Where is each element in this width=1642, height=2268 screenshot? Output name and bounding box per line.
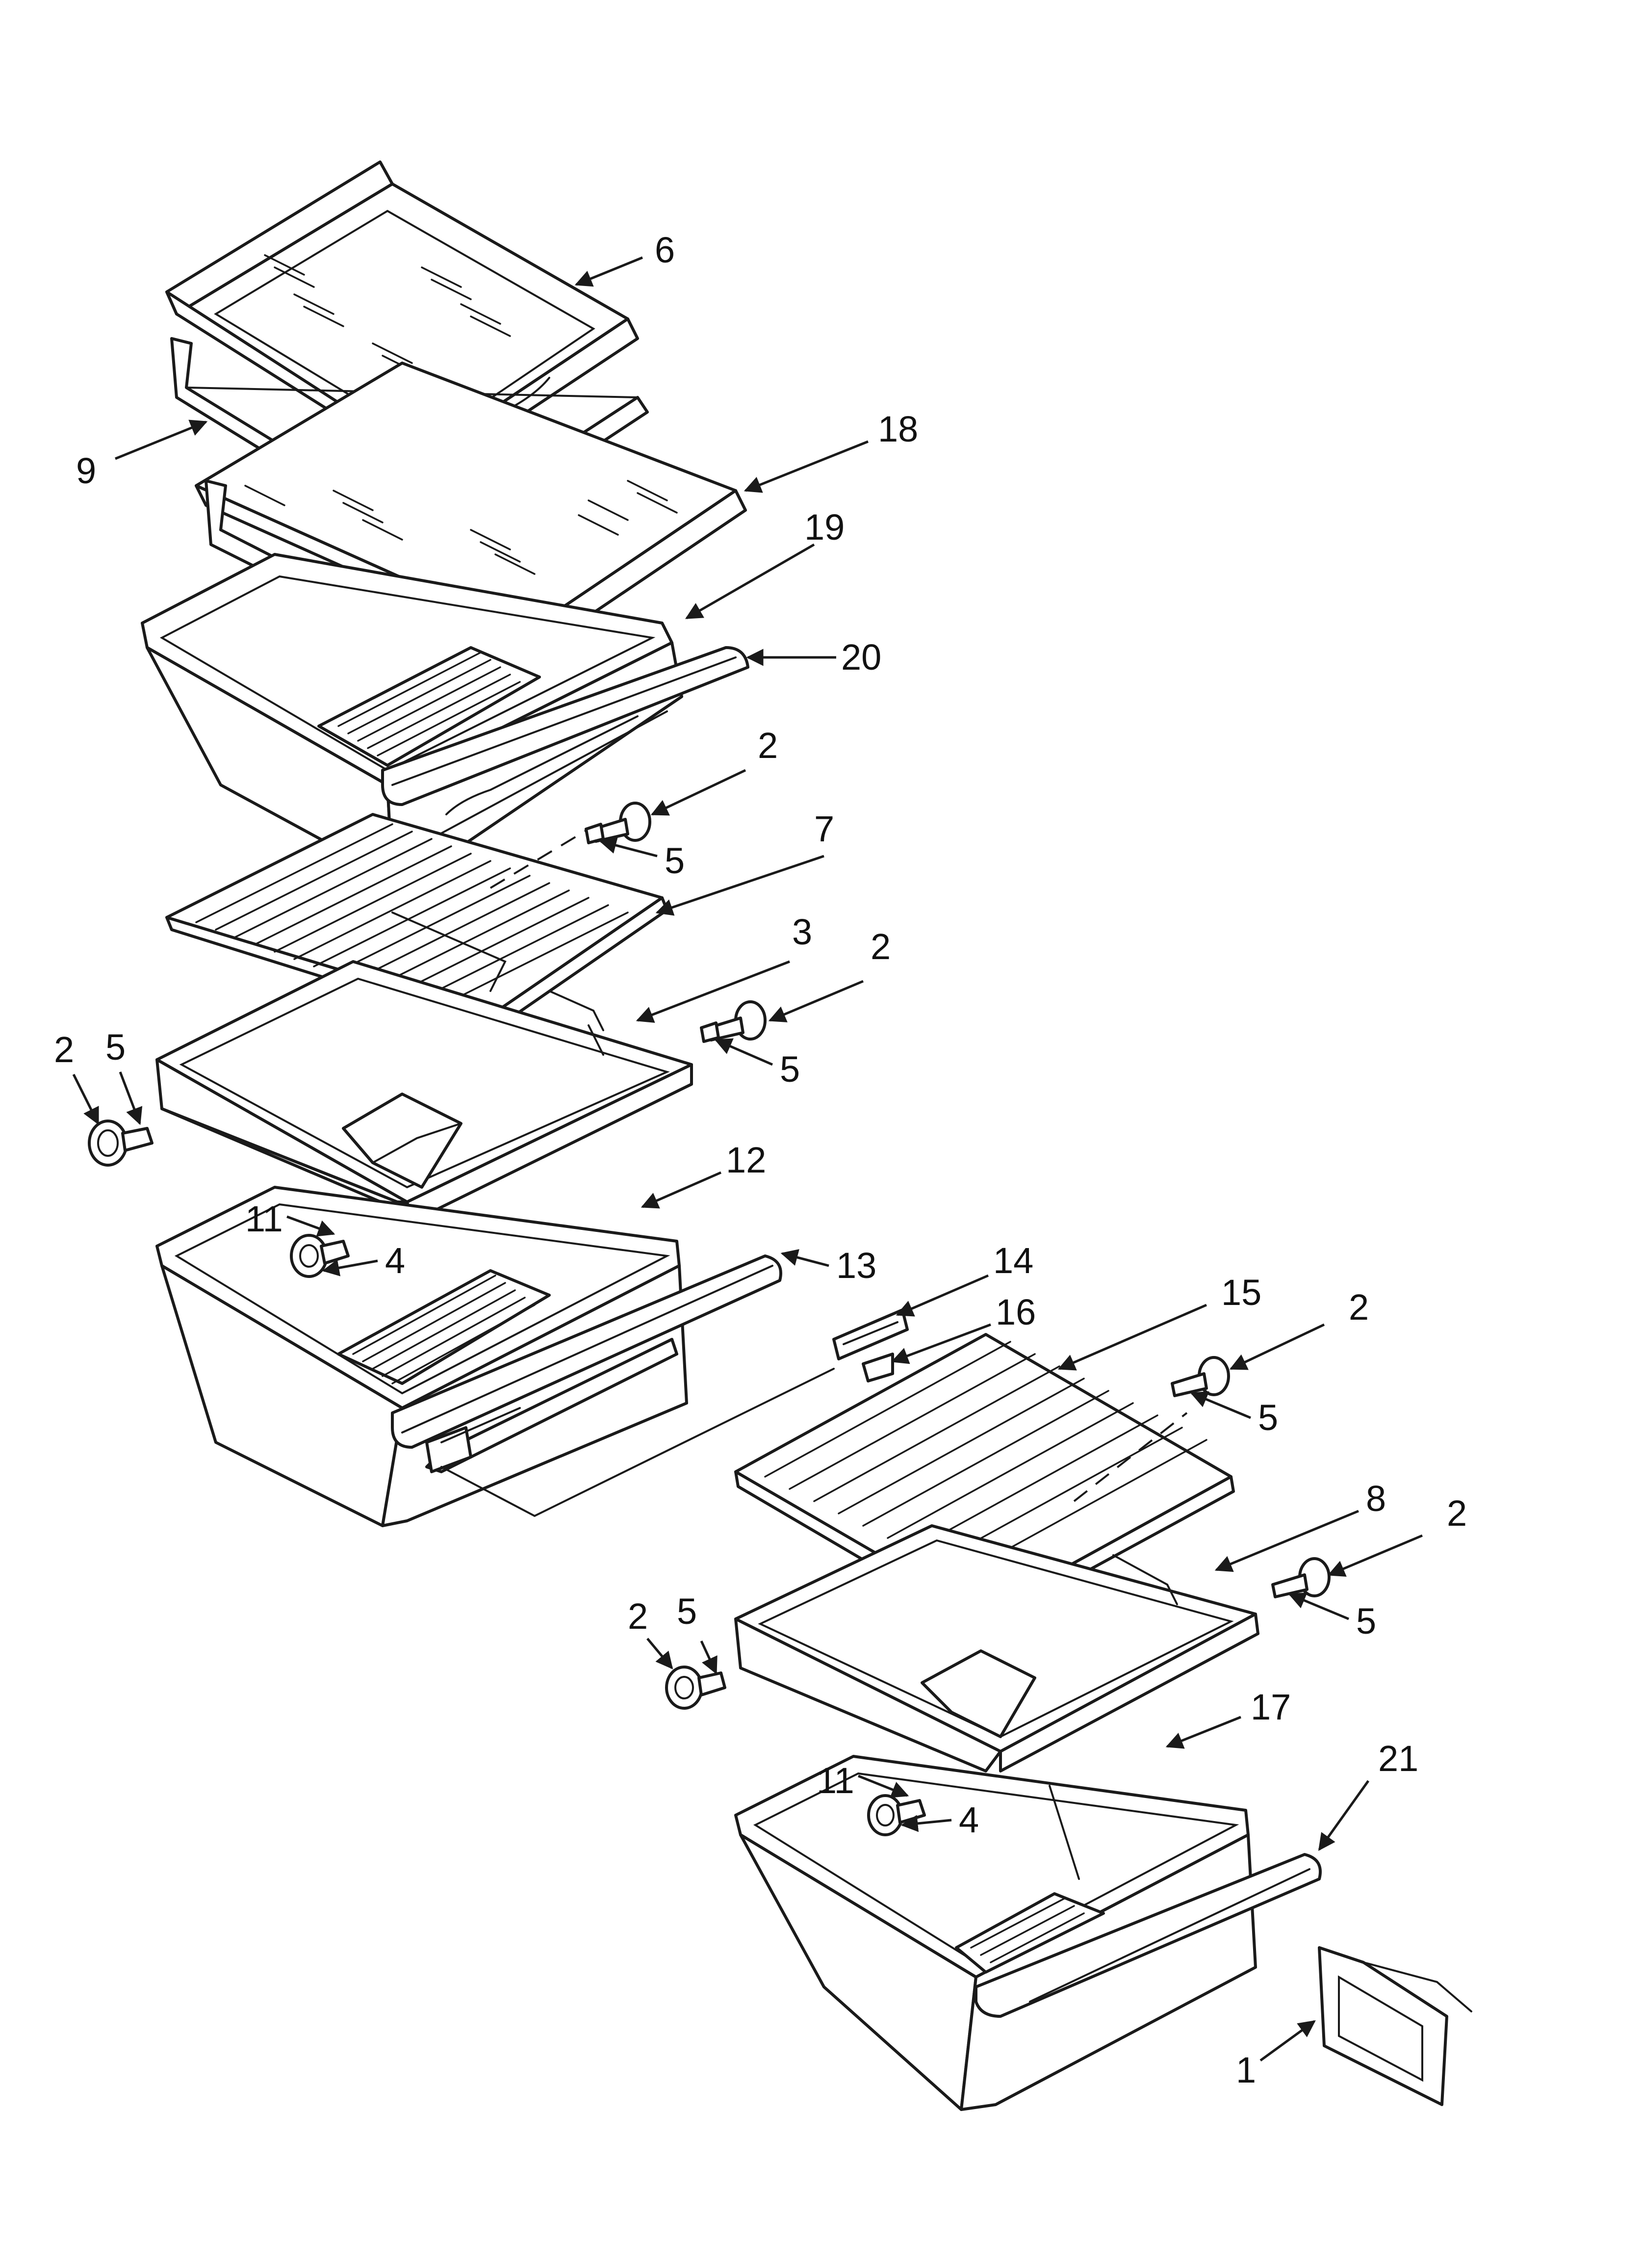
callout-4-a: 4 (385, 1240, 405, 1281)
callout-4-b: 4 (959, 1799, 979, 1840)
part-16-clip (862, 1353, 894, 1382)
callout-9: 9 (76, 450, 96, 491)
callout-3: 3 (792, 912, 812, 952)
callout-11-b: 11 (817, 1760, 854, 1801)
callout-5-e: 5 (1356, 1601, 1376, 1642)
part-6-glass-shelf (165, 160, 639, 476)
part-1-label (1318, 1946, 1472, 2106)
callout-12: 12 (726, 1140, 766, 1180)
callout-16: 16 (996, 1292, 1036, 1332)
part-14-clip (832, 1308, 909, 1360)
part-2-roller-upper (585, 802, 651, 844)
callout-5-d: 5 (1258, 1397, 1278, 1438)
part-2-roller-right-lower (1271, 1557, 1331, 1598)
part-21-drawer-handle (975, 1853, 1322, 2018)
callout-5-f: 5 (677, 1591, 697, 1632)
callout-5-c: 5 (105, 1027, 126, 1068)
callout-19: 19 (804, 507, 845, 547)
part-2-roller-right-upper (1171, 1356, 1230, 1397)
part-2-roller-left-lower (665, 1666, 726, 1710)
callout-8: 8 (1366, 1478, 1386, 1519)
part-11-screw-left (290, 1234, 350, 1278)
part-17-crisper-drawer (734, 1755, 1257, 2111)
callout-2-c: 2 (54, 1029, 74, 1070)
callout-21: 21 (1378, 1738, 1418, 1779)
callout-17: 17 (1251, 1687, 1291, 1727)
callout-2-a: 2 (758, 725, 778, 766)
callout-13: 13 (836, 1245, 876, 1286)
part-20-drawer-handle (381, 646, 749, 806)
callout-20: 20 (841, 637, 881, 678)
part-3-cover-frame (155, 960, 693, 1223)
callout-labels: 6 9 18 19 20 2 5 7 3 2 5 2 5 12 11 4 13 … (54, 230, 1467, 2090)
part-12-crisper-drawer (155, 1186, 835, 1527)
callout-2-e: 2 (1447, 1493, 1467, 1534)
callout-2-d: 2 (1349, 1287, 1369, 1328)
callout-1: 1 (1236, 2050, 1256, 2090)
callout-11-a: 11 (245, 1199, 283, 1239)
callout-2-f: 2 (628, 1596, 648, 1637)
callout-6: 6 (655, 230, 675, 270)
callout-5-b: 5 (780, 1049, 800, 1090)
callout-15: 15 (1221, 1272, 1261, 1313)
part-13-drawer-handle (391, 1254, 782, 1449)
callout-18: 18 (878, 409, 918, 449)
callout-7: 7 (814, 808, 834, 849)
part-2-roller-mid (700, 1000, 767, 1043)
callout-14: 14 (993, 1240, 1033, 1281)
callout-5-a: 5 (665, 840, 685, 881)
part-8-cover-frame (734, 1524, 1259, 1773)
leader-lines (72, 256, 1423, 2062)
callout-2-b: 2 (871, 926, 891, 967)
part-2-roller-left (88, 1120, 154, 1167)
